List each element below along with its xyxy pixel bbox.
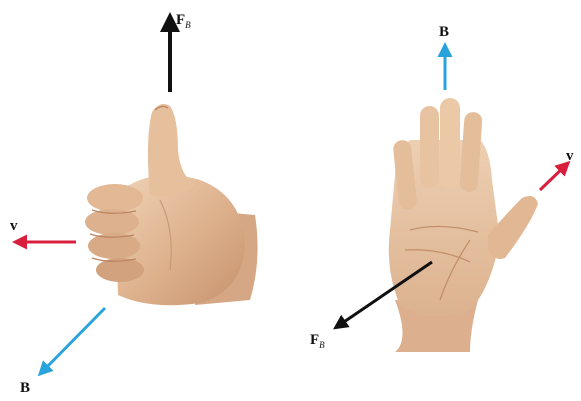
right-force-label: FB [310, 332, 325, 350]
left-field-label: B [20, 380, 30, 396]
right-velocity-label: v [566, 148, 574, 164]
left-velocity-label: v [10, 218, 18, 234]
right-hand-open-palm [388, 98, 538, 352]
left-field-arrow [37, 306, 107, 377]
right-field-label: B [439, 24, 449, 40]
left-hand-thumbs-up [85, 104, 258, 306]
right-force-arrow [333, 260, 433, 330]
left-force-label: FB [176, 12, 191, 30]
right-velocity-arrow [538, 160, 571, 192]
